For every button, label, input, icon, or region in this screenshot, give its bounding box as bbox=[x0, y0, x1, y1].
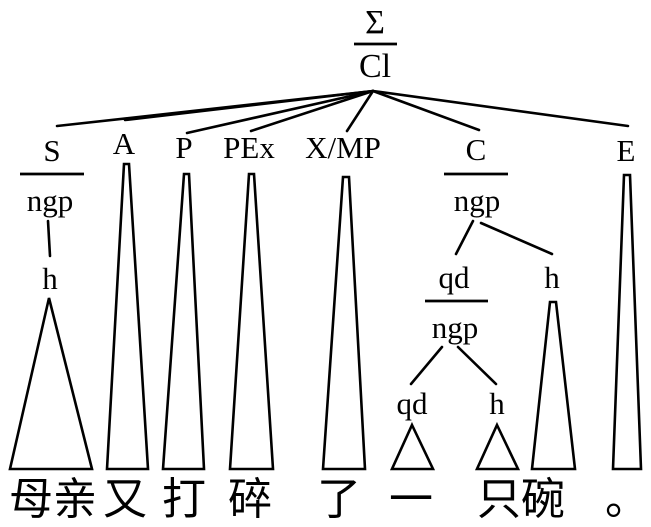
function-label-p: P bbox=[175, 130, 192, 165]
word-le: 了 bbox=[317, 475, 361, 524]
inner-qd-triangle bbox=[389, 421, 436, 471]
inner-h-label: h bbox=[489, 386, 505, 421]
edge-root-pex bbox=[249, 89, 375, 133]
function-label-c: C bbox=[466, 132, 487, 167]
word-sui: 碎 bbox=[228, 475, 272, 524]
c-head-label: h bbox=[544, 260, 560, 295]
s-head-label: h bbox=[42, 261, 58, 296]
function-label-a: A bbox=[113, 126, 136, 161]
c-head-triangle bbox=[530, 300, 577, 471]
word-period: 。 bbox=[605, 475, 649, 524]
edge-root-xmp bbox=[345, 89, 375, 133]
word-you: 又 bbox=[103, 475, 147, 524]
root-clause-label: Cl bbox=[359, 48, 391, 85]
p-word-triangle bbox=[161, 172, 206, 471]
xmp-word-triangle bbox=[321, 175, 367, 471]
e-word-triangle bbox=[611, 173, 643, 471]
edge-cngp-h bbox=[479, 221, 554, 256]
qd-unit-label: ngp bbox=[432, 310, 479, 345]
word-yi: 一 bbox=[389, 475, 433, 524]
edge-root-c bbox=[371, 89, 481, 132]
s-unit-label: ngp bbox=[27, 183, 74, 218]
edge-root-a bbox=[123, 89, 375, 122]
function-label-s: S bbox=[43, 133, 60, 168]
edge-root-p bbox=[185, 89, 375, 135]
word-da: 打 bbox=[162, 475, 206, 524]
root-sigma-label: Σ bbox=[365, 4, 385, 41]
edge-s-ngp-h bbox=[46, 219, 52, 258]
word-muqin: 母亲 bbox=[9, 475, 97, 524]
inner-qd-label: qd bbox=[397, 386, 429, 421]
edge-cngp-qd bbox=[454, 219, 475, 256]
word-zhi: 只 bbox=[477, 475, 521, 524]
a-word-triangle bbox=[105, 162, 150, 471]
edge-qdngp-h bbox=[456, 345, 498, 386]
function-label-xmp: X/MP bbox=[305, 130, 381, 165]
s-word-triangle bbox=[8, 297, 94, 471]
inner-h-triangle bbox=[474, 421, 521, 471]
qd-function-label: qd bbox=[439, 260, 471, 295]
function-label-e: E bbox=[617, 133, 636, 168]
c-unit-label: ngp bbox=[454, 183, 501, 218]
word-wan: 碗 bbox=[521, 475, 565, 524]
edge-root-e bbox=[371, 89, 630, 128]
pex-word-triangle bbox=[228, 172, 275, 471]
edge-qdngp-qd bbox=[409, 345, 444, 386]
function-label-pex: PEx bbox=[223, 130, 275, 165]
